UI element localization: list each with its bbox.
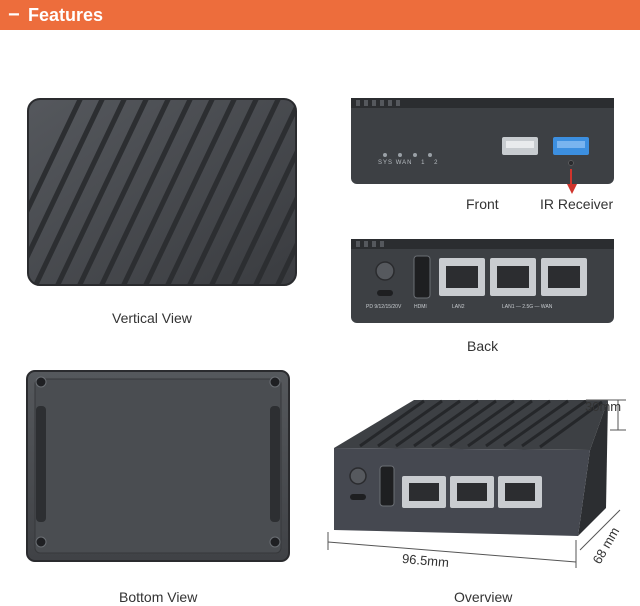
back-panel-image [351, 239, 614, 323]
vertical-view-image [27, 98, 297, 286]
caption-back: Back [467, 338, 499, 354]
caption-ir-receiver: IR Receiver [540, 196, 614, 212]
hdmi-port [413, 255, 431, 299]
caption-bottom-view: Bottom View [119, 589, 198, 605]
collapse-icon[interactable]: − [8, 3, 20, 26]
overview-image [327, 399, 626, 568]
rubber-foot-right [270, 406, 280, 522]
hdmi-label: HDMI [414, 304, 427, 310]
dimension-height: 30mm [585, 399, 622, 414]
power-label: PD 9/12/15/20V [366, 304, 402, 310]
caption-overview: Overview [454, 589, 513, 605]
caption-vertical-view: Vertical View [112, 310, 192, 326]
lan1-wan-label: LAN1 — 2.5G — WAN [502, 304, 553, 310]
ir-receiver-icon [568, 160, 574, 166]
usb-c-port [377, 290, 393, 296]
lan2-label: LAN2 [452, 304, 465, 310]
led-labels: SYS WAN 1 2 [378, 160, 439, 166]
power-button [375, 261, 395, 281]
bottom-view-image [26, 370, 290, 562]
front-panel-image [351, 98, 614, 185]
caption-front: Front [466, 196, 499, 212]
rubber-foot-left [36, 406, 46, 522]
features-header[interactable]: − Features [0, 0, 640, 30]
ir-arrow-icon [567, 184, 577, 194]
section-title: Features [28, 4, 104, 25]
